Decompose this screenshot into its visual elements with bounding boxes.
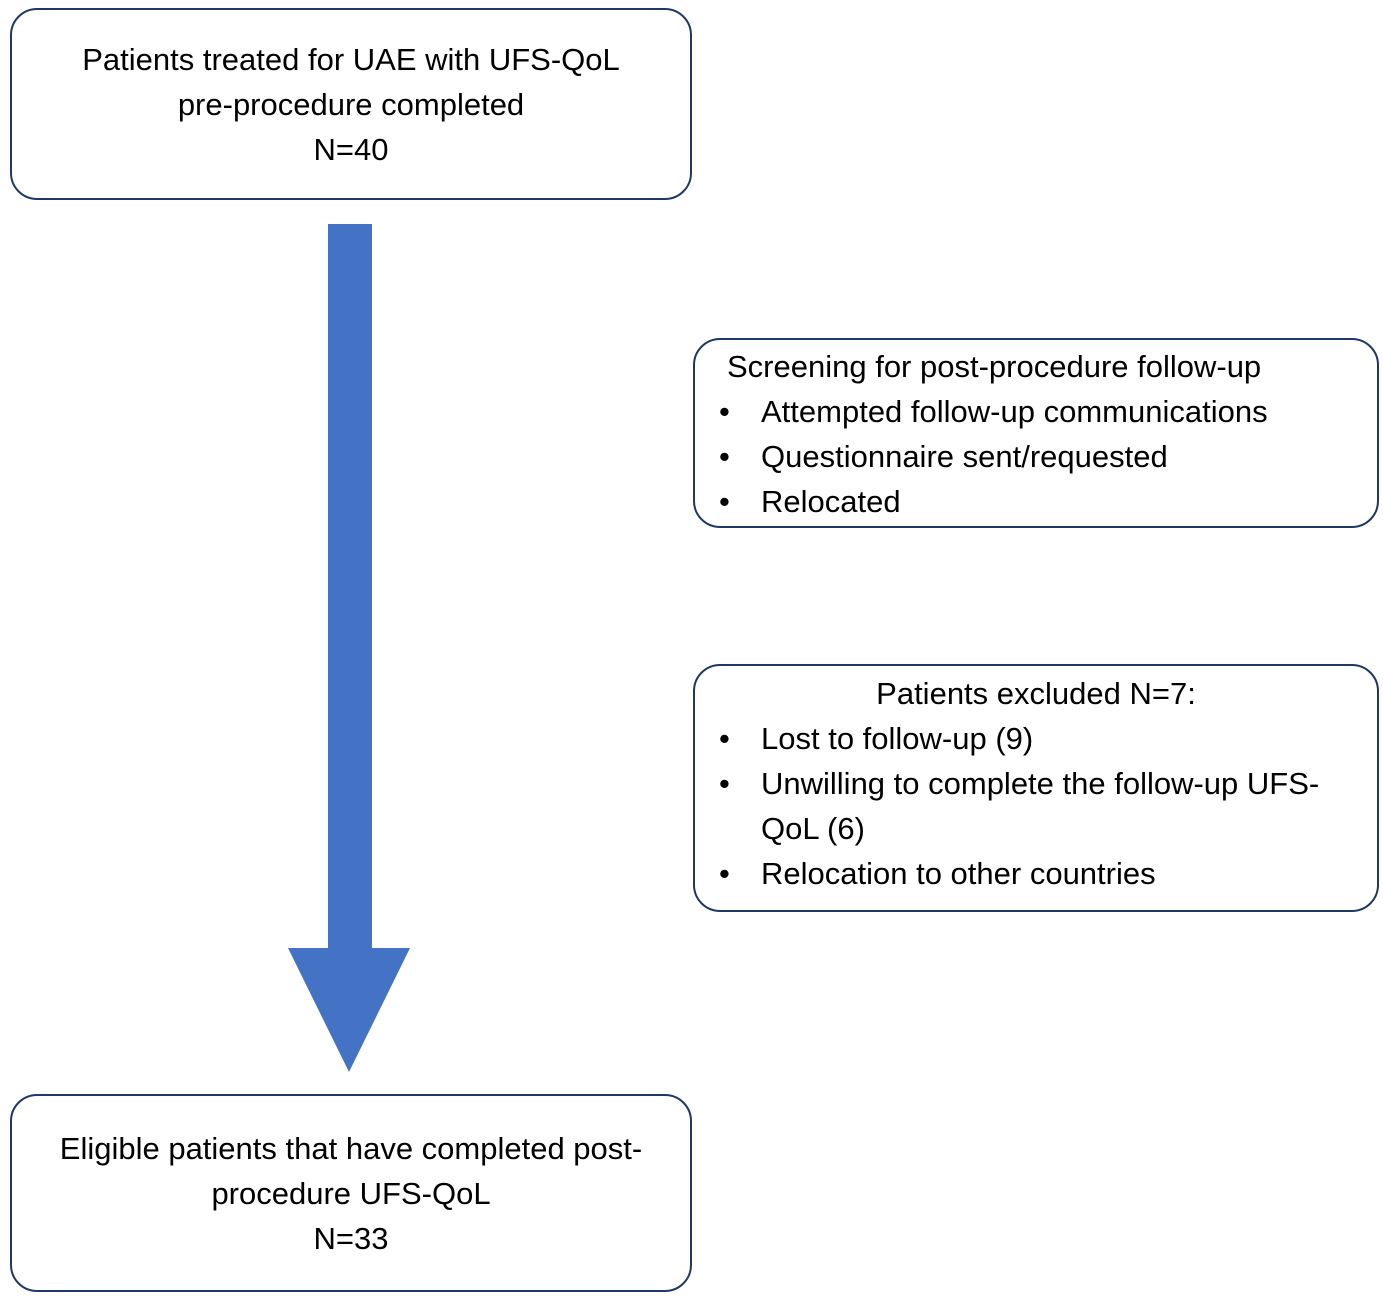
bullet-item: Attempted follow-up communications: [695, 389, 1363, 434]
bullet-item: Questionnaire sent/requested: [695, 434, 1363, 479]
bullet-item: Relocation to other countries: [695, 851, 1363, 896]
excluded-patients-box: Patients excluded N=7: Lost to follow-up…: [693, 664, 1379, 912]
screening-bullet-list: Attempted follow-up communications Quest…: [695, 389, 1377, 524]
down-arrow-shape: [288, 224, 410, 1072]
screening-box: Screening for post-procedure follow-up A…: [693, 338, 1379, 528]
bullet-item: Unwilling to complete the follow-up UFS-…: [695, 761, 1363, 851]
bullet-item: Relocated: [695, 479, 1363, 524]
eligible-patients-box: Eligible patients that have completed po…: [10, 1094, 692, 1292]
bullet-item: Lost to follow-up (9): [695, 716, 1363, 761]
box-line: procedure UFS-QoL: [211, 1175, 491, 1211]
box-line: pre-procedure completed: [177, 86, 525, 122]
excluded-box-title: Patients excluded N=7:: [876, 676, 1196, 711]
enrolled-patients-box: Patients treated for UAE with UFS-QoL pr…: [10, 8, 692, 200]
box-line: N=33: [313, 1220, 389, 1256]
down-arrow-icon: [288, 224, 410, 1072]
screening-box-title: Screening for post-procedure follow-up: [727, 349, 1262, 384]
excluded-bullet-list: Lost to follow-up (9) Unwilling to compl…: [695, 716, 1377, 896]
box-line: Eligible patients that have completed po…: [59, 1130, 643, 1166]
box-line: Patients treated for UAE with UFS-QoL: [82, 41, 620, 77]
box-line: N=40: [313, 131, 389, 167]
